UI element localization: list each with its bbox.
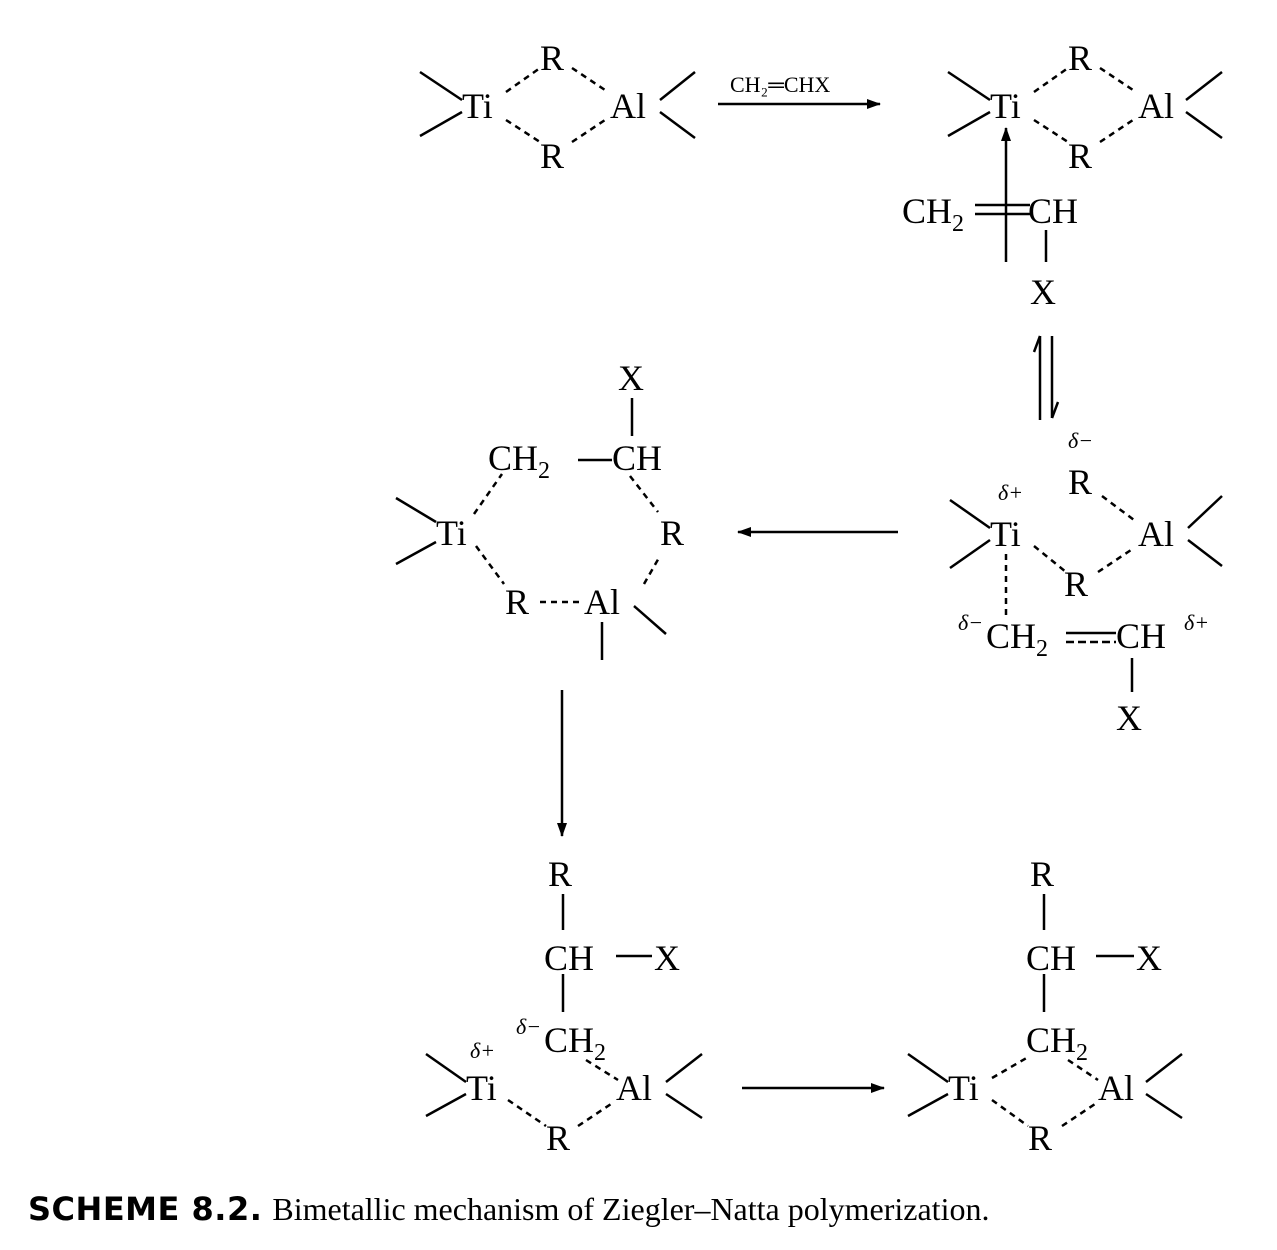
methine-group: CH [612, 438, 662, 478]
partial-positive-charge: δ+ [1184, 610, 1209, 635]
structure-six-membered-transition-state [395, 398, 667, 660]
structure-pi-complex [947, 66, 1223, 262]
caption-label: SCHEME 8.2. [28, 1190, 263, 1228]
alkyl-group: R [540, 38, 564, 78]
aluminum-atom: Al [1138, 86, 1174, 126]
partial-positive-charge: δ+ [998, 480, 1023, 505]
substituent-x: X [654, 938, 680, 978]
methylene-group: CH2 [1026, 1020, 1088, 1066]
aluminum-atom: Al [584, 582, 620, 622]
aluminum-atom: Al [1098, 1068, 1134, 1108]
methine-group: CH [1028, 191, 1078, 231]
alkyl-group: R [1068, 136, 1092, 176]
figure-caption: SCHEME 8.2.Bimetallic mechanism of Ziegl… [28, 1190, 1268, 1228]
alkyl-group: R [548, 854, 572, 894]
alkyl-group: R [660, 513, 684, 553]
titanium-atom: Ti [948, 1068, 979, 1108]
alkyl-group: R [1068, 38, 1092, 78]
methylene-group: CH2 [902, 191, 964, 237]
aluminum-atom: Al [610, 86, 646, 126]
methine-group: CH [1026, 938, 1076, 978]
caption-text: Bimetallic mechanism of Ziegler–Natta po… [272, 1191, 990, 1227]
substituent-x: X [1136, 938, 1162, 978]
titanium-atom: Ti [436, 513, 467, 553]
partial-negative-charge: δ− [516, 1014, 541, 1039]
structure-polarized-complex [949, 495, 1223, 692]
titanium-atom: Ti [462, 86, 493, 126]
alkyl-group: R [1028, 1118, 1052, 1158]
alkyl-group: R [1064, 564, 1088, 604]
structure-insertion-intermediate [425, 894, 703, 1128]
alkyl-group: R [1068, 462, 1092, 502]
methylene-group: CH2 [986, 616, 1048, 662]
titanium-atom: Ti [466, 1068, 497, 1108]
titanium-atom: Ti [990, 86, 1021, 126]
equilibrium-arrows [1032, 335, 1060, 420]
aluminum-atom: Al [616, 1068, 652, 1108]
substituent-x: X [1116, 698, 1142, 738]
methine-group: CH [1116, 616, 1166, 656]
substituent-x: X [618, 358, 644, 398]
titanium-atom: Ti [990, 514, 1021, 554]
methylene-group: CH2 [544, 1020, 606, 1066]
alkyl-group: R [1030, 854, 1054, 894]
alkyl-group: R [546, 1118, 570, 1158]
partial-negative-charge: δ− [958, 610, 983, 635]
alkyl-group: R [505, 582, 529, 622]
structure-regenerated-complex [907, 894, 1183, 1128]
aluminum-atom: Al [1138, 514, 1174, 554]
methine-group: CH [544, 938, 594, 978]
partial-positive-charge: δ+ [470, 1038, 495, 1063]
methylene-group: CH2 [488, 438, 550, 484]
alkyl-group: R [540, 136, 564, 176]
structure-ti-al-complex [419, 66, 696, 144]
partial-negative-charge: δ− [1068, 428, 1093, 453]
substituent-x: X [1030, 272, 1056, 312]
reagent-label: CH₂═CHX [730, 72, 830, 97]
